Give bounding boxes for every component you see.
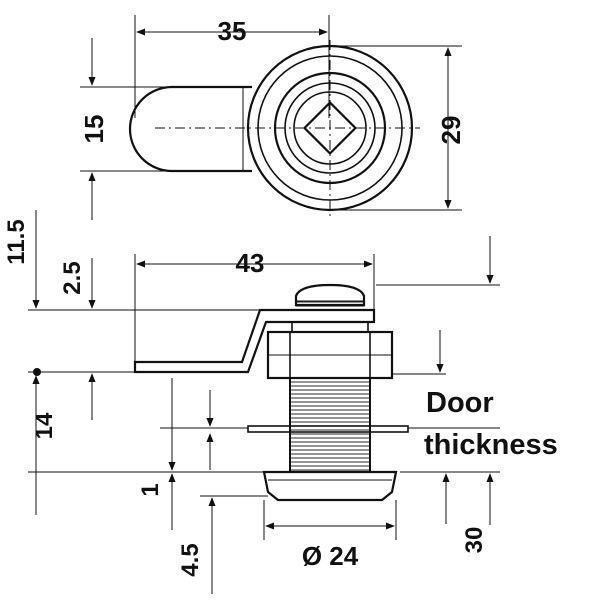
dimension-label-1: 1: [137, 483, 164, 496]
dimension-label-diameter: Ø 24: [302, 541, 359, 571]
dimension-label-29: 29: [436, 116, 466, 145]
retaining-washer: [247, 425, 409, 433]
plug-top: [291, 321, 369, 333]
dimension-label-43: 43: [236, 248, 265, 278]
dimension-label-30: 30: [461, 527, 488, 554]
dimension-label-15: 15: [79, 115, 109, 144]
door-label-line1: Door: [426, 387, 494, 419]
cam-arm-side: [133, 308, 376, 374]
top-view: 35 15 29: [79, 15, 466, 220]
screw-head: [294, 283, 366, 307]
bottom-flange: [262, 470, 398, 502]
screw-washer: [295, 300, 365, 307]
dimension-label-4-5: 4.5: [177, 543, 204, 576]
threaded-body: [289, 377, 371, 473]
door-label-line2: thickness: [424, 429, 558, 461]
cam-arm-outline: [128, 85, 252, 173]
dimension-label-11-5: 11.5: [3, 219, 30, 264]
dimension-label-2-5: 2.5: [59, 261, 86, 294]
side-view: 43 11.5 2.5 14: [3, 210, 558, 594]
reference-dot: [33, 368, 41, 376]
dimension-label-35: 35: [218, 16, 247, 46]
square-drive: [302, 100, 358, 156]
dimension-label-14: 14: [31, 412, 58, 439]
